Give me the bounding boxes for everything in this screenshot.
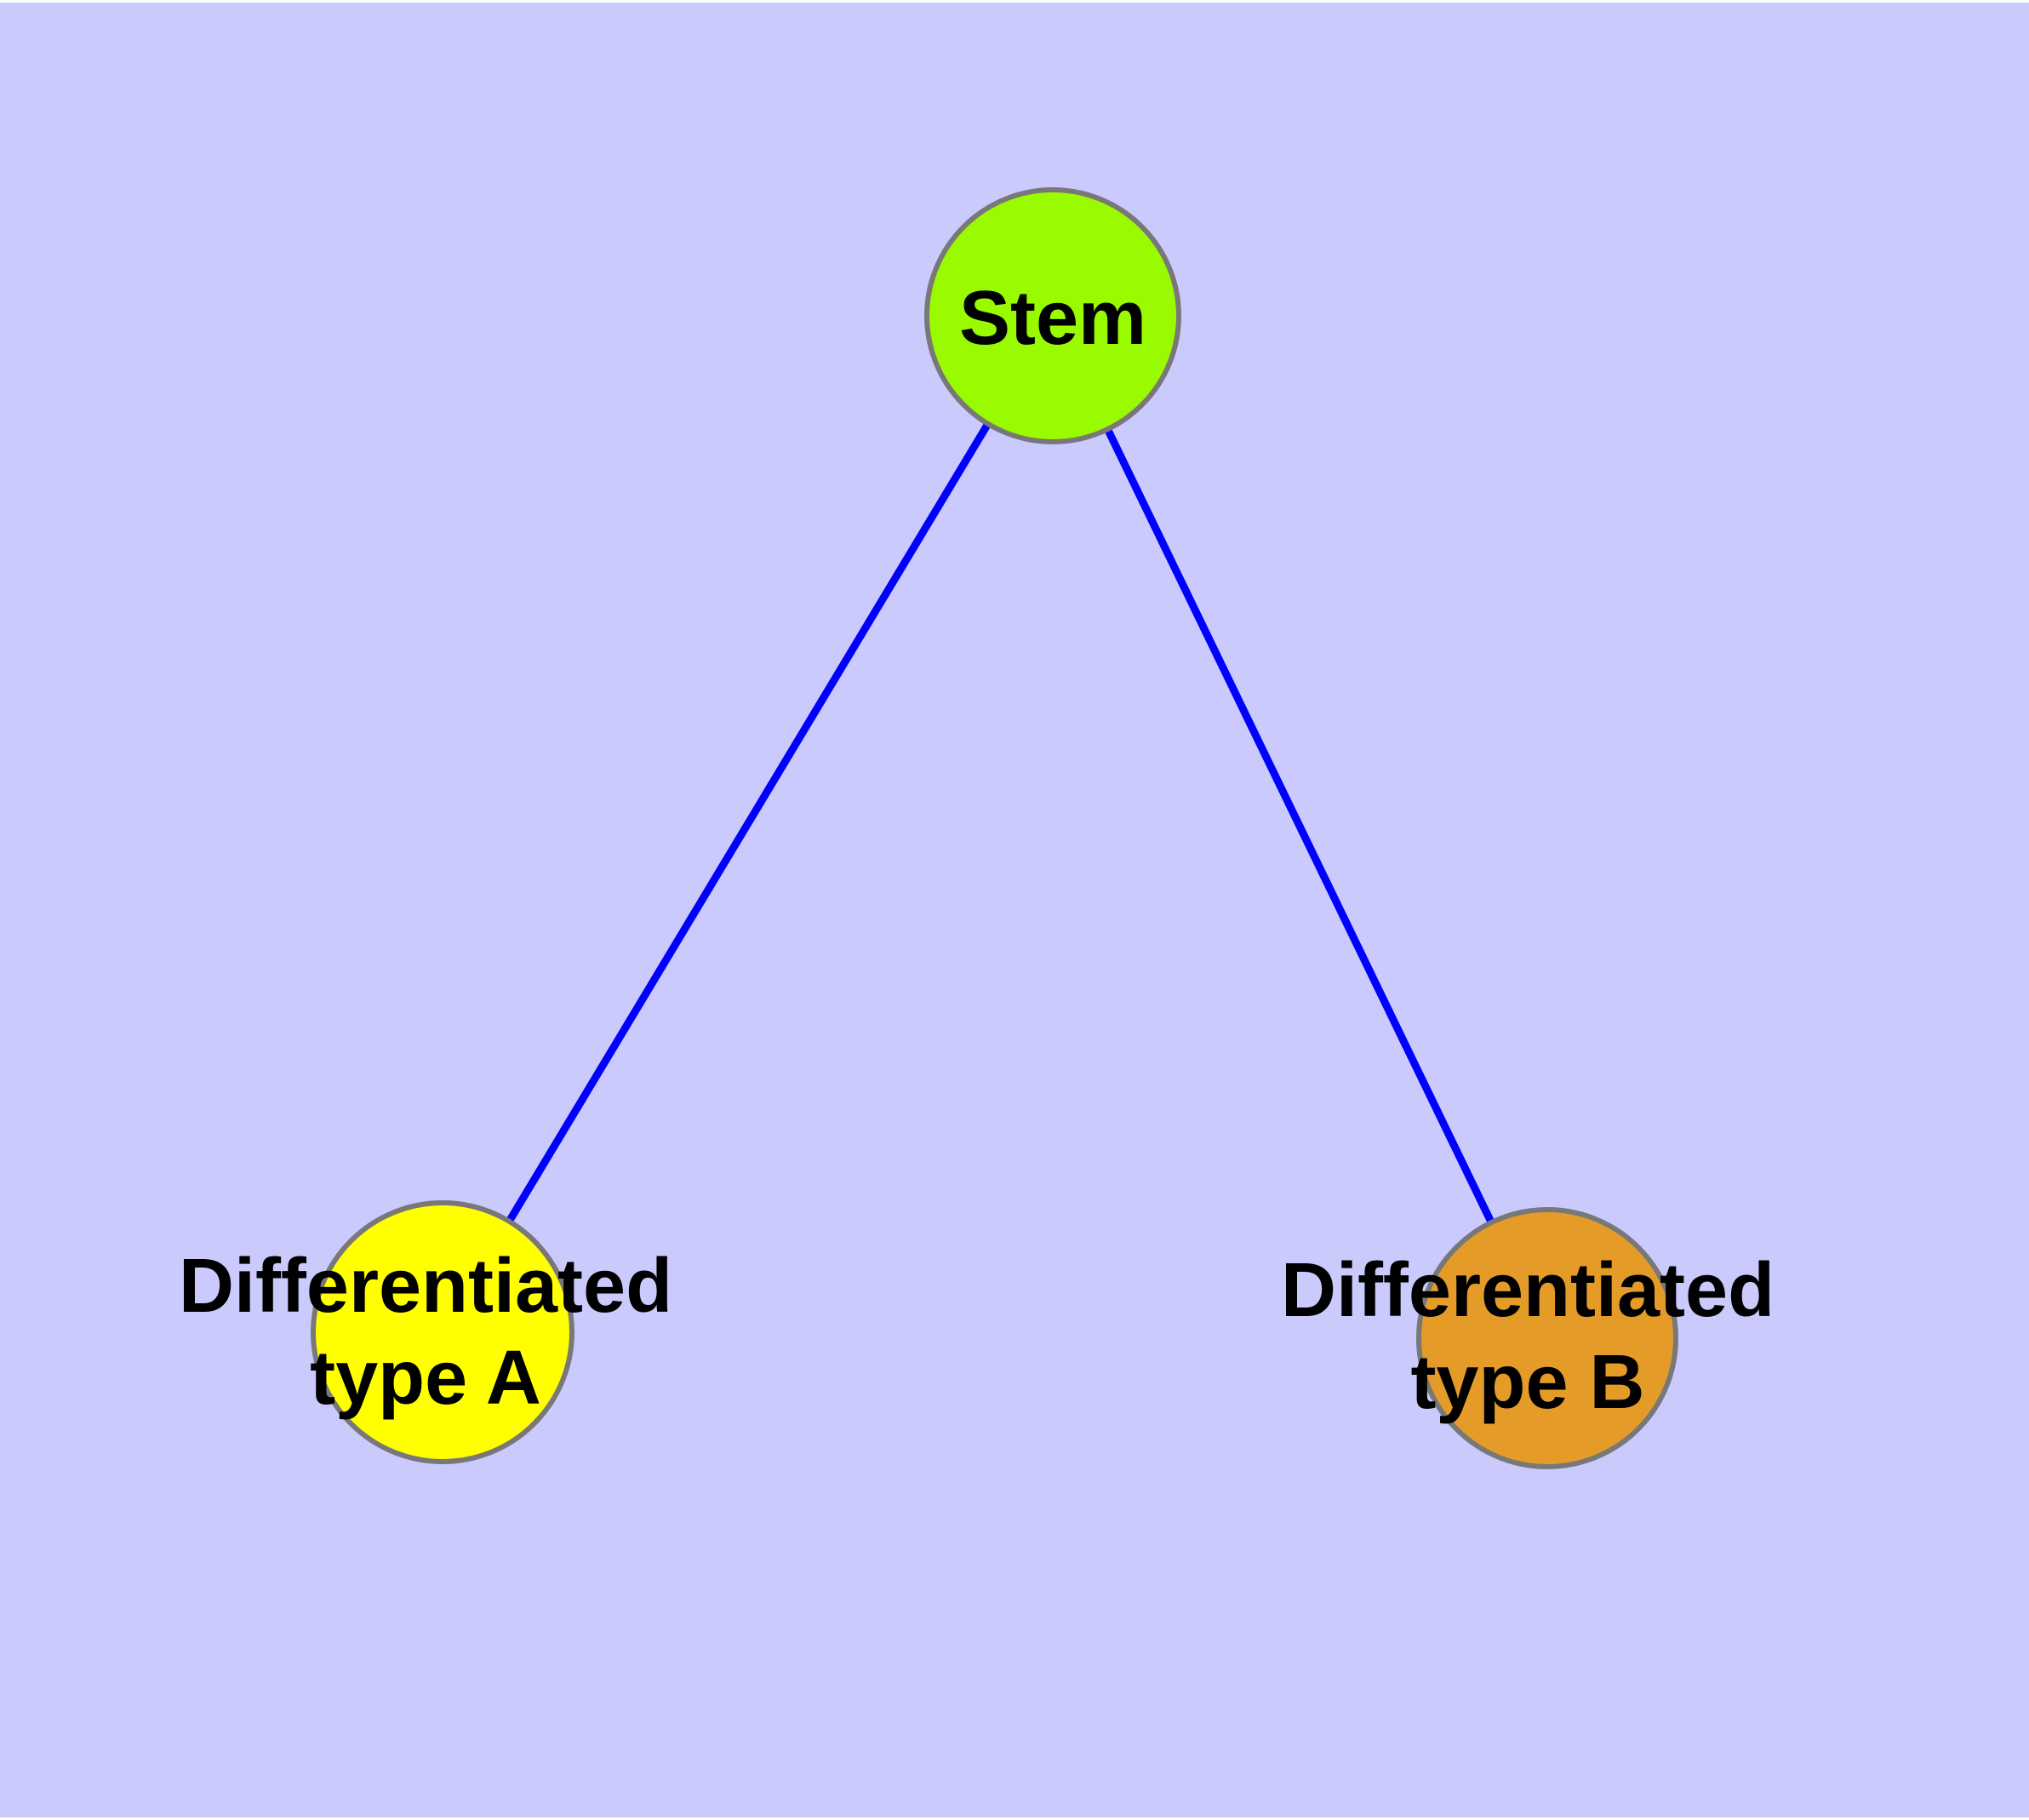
edge-stem-to-type-b [1049,314,1552,1340]
node-type-a-label-line1: Differentiated [178,1244,673,1329]
node-type-a-label: Differentiated type A [179,1240,672,1424]
node-stem-circle [924,187,1181,444]
node-type-b-circle [1416,1207,1678,1469]
node-type-b-label: Differentiated type B [1281,1245,1775,1428]
edge-stem-to-type-a [439,313,1056,1335]
node-type-a-circle [311,1200,574,1464]
node-type-b-label-line2: type B [1410,1340,1645,1425]
node-type-b-label-line1: Differentiated [1280,1248,1775,1333]
node-type-a-label-line2: type A [310,1336,541,1421]
node-stem-label: Stem [958,276,1147,361]
